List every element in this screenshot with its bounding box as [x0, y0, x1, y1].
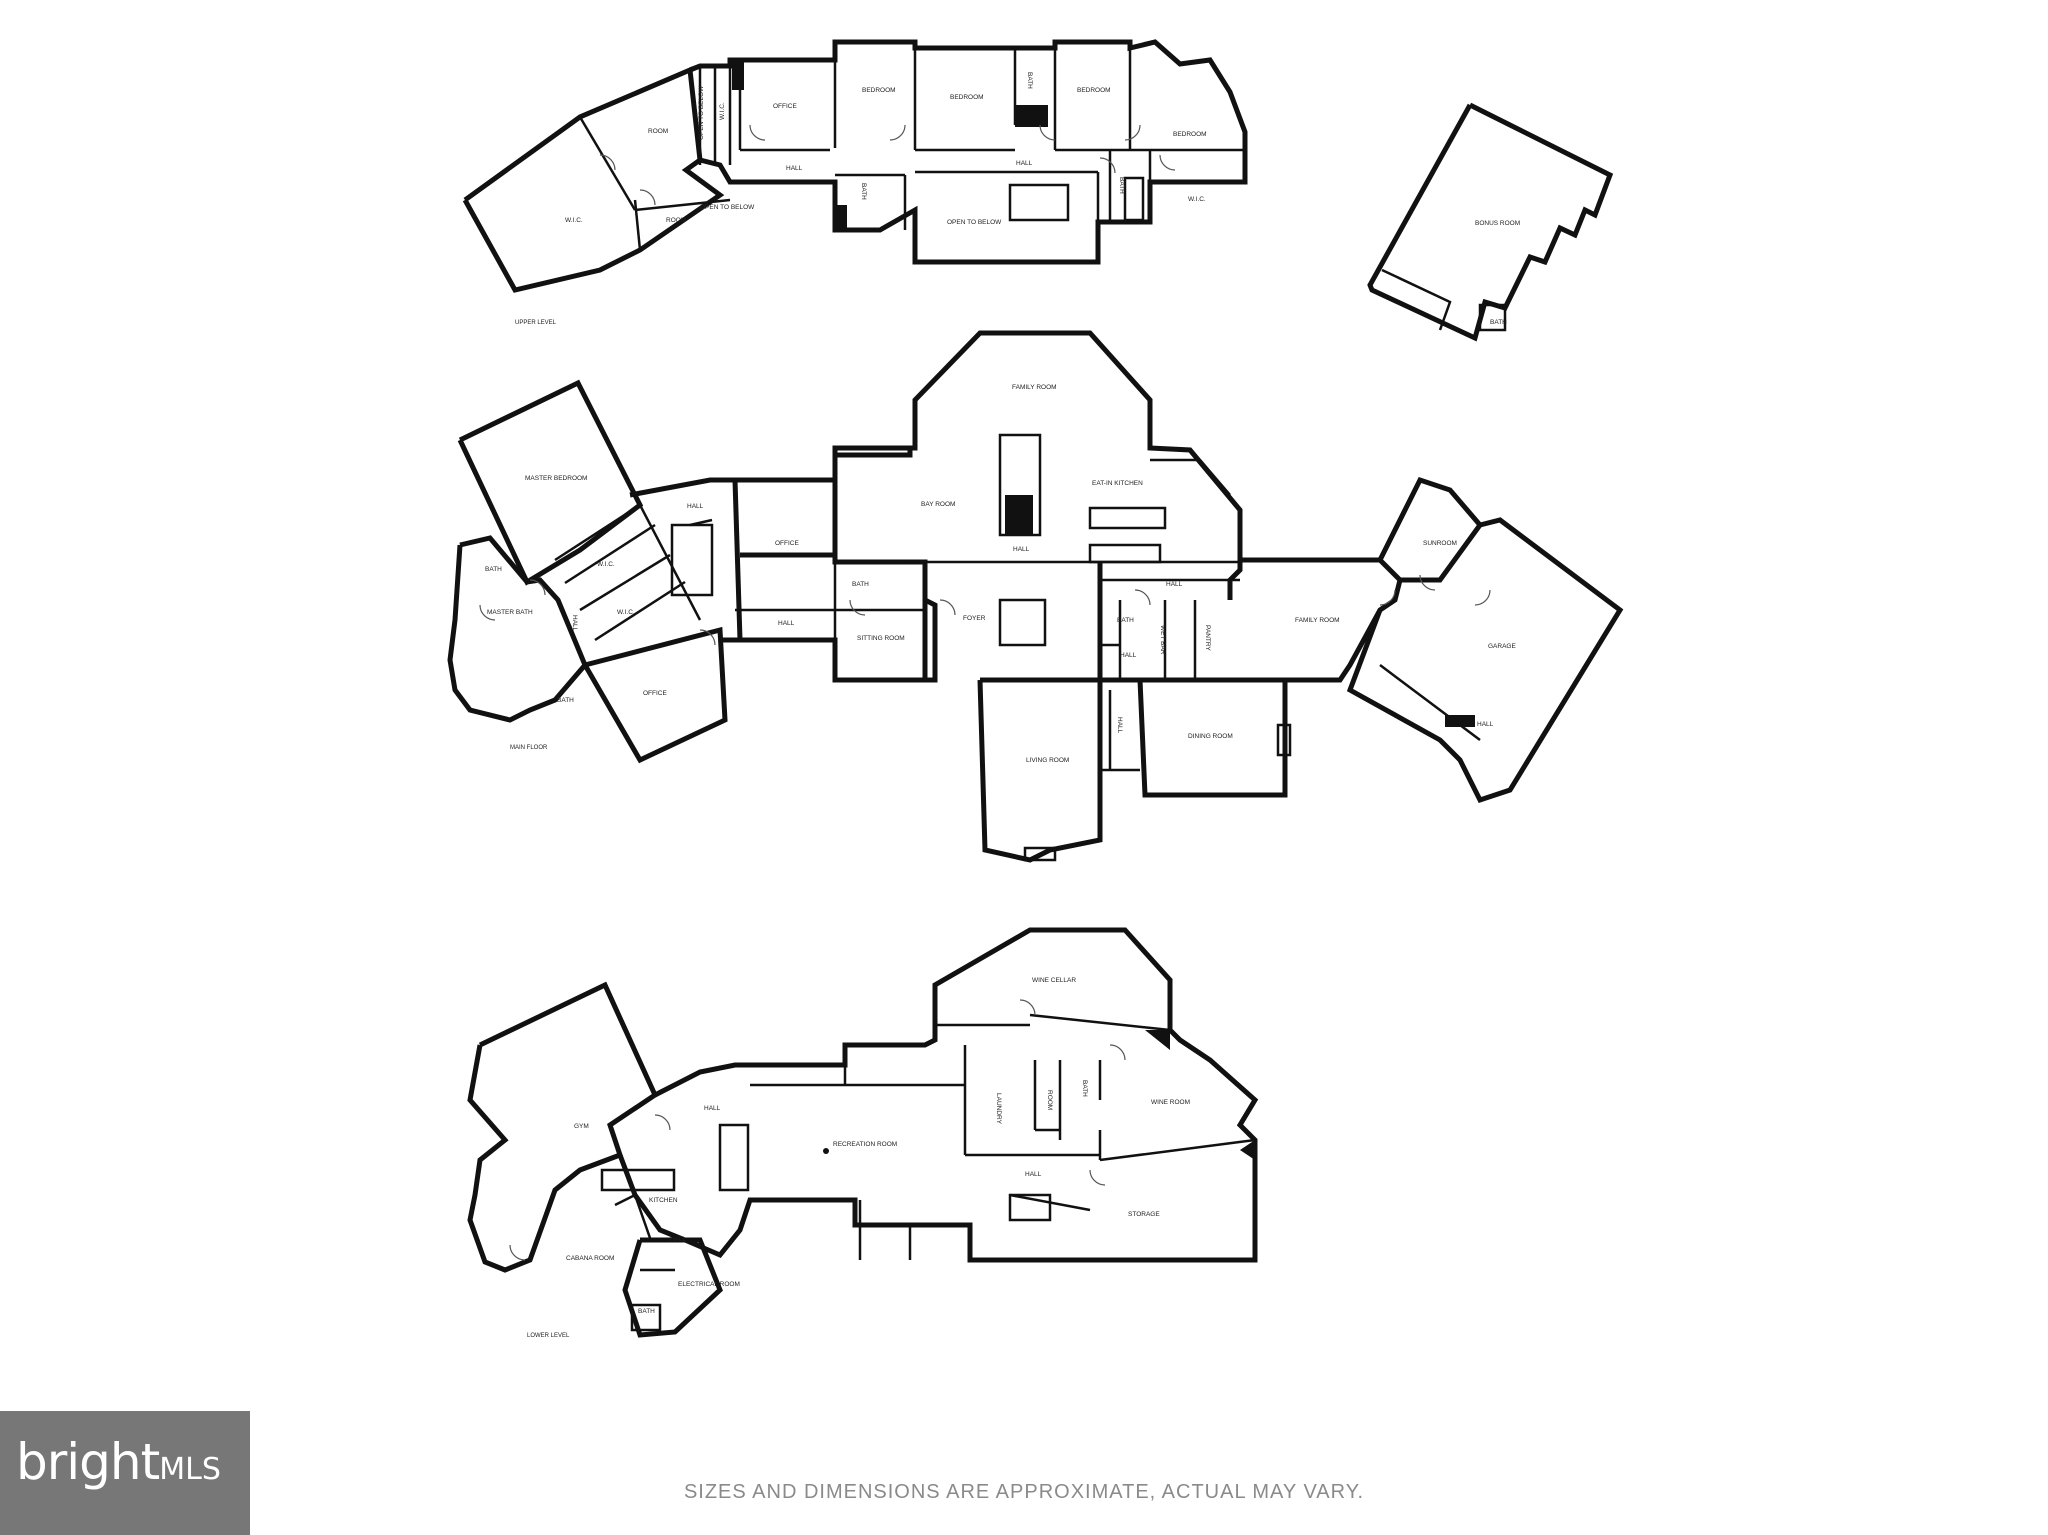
room-label: BEDROOM: [862, 87, 896, 94]
room-label: BEDROOM: [950, 94, 984, 101]
room-label: WINE CELLAR: [1032, 977, 1076, 984]
room-label: W.I.C.: [617, 609, 635, 616]
room-label: DINING ROOM: [1188, 733, 1233, 740]
room-label: W.I.C.: [565, 217, 583, 224]
room-label: BATH: [1081, 1080, 1088, 1097]
room-label: FAMILY ROOM: [1295, 617, 1340, 624]
room-label: BATH: [1117, 617, 1134, 624]
room-label: GARAGE: [1488, 643, 1516, 650]
logo-suffix: MLS: [159, 1452, 221, 1487]
room-label: HALL: [1016, 160, 1033, 167]
room-label: HALL: [786, 165, 803, 172]
bonus-room-plan: [1367, 102, 1614, 342]
room-label: BATH: [860, 183, 867, 200]
room-label: W.I.C.: [719, 102, 726, 120]
room-label: HALL: [571, 615, 578, 632]
bright-mls-logo: brightMLS: [0, 1411, 250, 1535]
room-label: BATH: [1118, 177, 1125, 194]
room-label: HALL: [687, 503, 704, 510]
room-label: RECREATION ROOM: [833, 1141, 897, 1148]
room-label: OPEN TO BELOW: [947, 219, 1002, 226]
room-label: HALL: [1120, 652, 1137, 659]
room-label: LIVING ROOM: [1026, 757, 1069, 764]
room-label: HALL: [670, 1236, 687, 1243]
room-label: HALL: [1477, 721, 1494, 728]
room-label: ROOM: [666, 217, 686, 224]
room-label: FAMILY ROOM: [1012, 384, 1057, 391]
level-label-upper: UPPER LEVEL: [515, 320, 557, 326]
room-label: EAT-IN KITCHEN: [1092, 480, 1143, 487]
room-label: BATH: [485, 566, 502, 573]
room-label: LAUNDRY: [995, 1093, 1002, 1125]
room-label: ROOM: [648, 128, 668, 135]
room-label: BATH: [557, 697, 574, 704]
room-label: HALL: [1116, 717, 1123, 734]
room-label: BATH: [1026, 72, 1033, 89]
room-label: SUNROOM: [1423, 540, 1457, 547]
room-label: BATH: [1490, 319, 1507, 326]
room-label: OFFICE: [773, 103, 797, 110]
room-label: MASTER BATH: [487, 609, 533, 616]
disclaimer-text: SIZES AND DIMENSIONS ARE APPROXIMATE, AC…: [683, 1481, 1365, 1503]
upper-level-plan: [462, 39, 1248, 293]
room-label: ELECTRICAL ROOM: [678, 1281, 740, 1288]
room-label: OFFICE: [775, 540, 799, 547]
logo-brand: bright: [16, 1433, 160, 1491]
room-label: SITTING ROOM: [857, 635, 905, 642]
main-floor-plan: [447, 330, 1624, 863]
room-label: OPEN TO BELOW: [698, 85, 705, 140]
room-label: MASTER BEDROOM: [525, 475, 587, 482]
room-label: HALL: [704, 1105, 721, 1112]
room-label: OFFICE: [643, 690, 667, 697]
room-labels: UPPER LEVEL MAIN FLOOR LOWER LEVEL ROOM …: [485, 72, 1520, 1339]
room-label: WET BAR: [1159, 625, 1166, 655]
room-label: BAY ROOM: [921, 501, 955, 508]
room-label: STORAGE: [1128, 1211, 1160, 1218]
room-label: PANTRY: [1204, 625, 1211, 651]
room-label: WINE ROOM: [1151, 1099, 1190, 1106]
room-label: KITCHEN: [649, 1197, 678, 1204]
room-label: HALL: [1166, 581, 1183, 588]
room-label: HALL: [1025, 1171, 1042, 1178]
lower-level-plan: [467, 927, 1259, 1338]
room-label: W.I.C.: [1188, 196, 1206, 203]
room-label: BEDROOM: [1077, 87, 1111, 94]
room-label: BEDROOM: [1173, 131, 1207, 138]
level-label-lower: LOWER LEVEL: [527, 1333, 570, 1339]
room-label: HALL: [778, 620, 795, 627]
room-label: BATH: [638, 1308, 655, 1315]
level-label-main: MAIN FLOOR: [510, 745, 548, 751]
room-label: BATH: [852, 581, 869, 588]
logo-wordmark: brightMLS: [16, 1433, 221, 1491]
room-label: GYM: [574, 1123, 589, 1130]
room-label: HALL: [1013, 546, 1030, 553]
room-label: CABANA ROOM: [566, 1255, 614, 1262]
room-label: FOYER: [963, 615, 986, 622]
room-label: BONUS ROOM: [1475, 220, 1520, 227]
room-label: ROOM: [1046, 1090, 1053, 1110]
room-label: OPEN TO BELOW: [700, 204, 755, 211]
room-label: W.I.C.: [597, 561, 615, 568]
